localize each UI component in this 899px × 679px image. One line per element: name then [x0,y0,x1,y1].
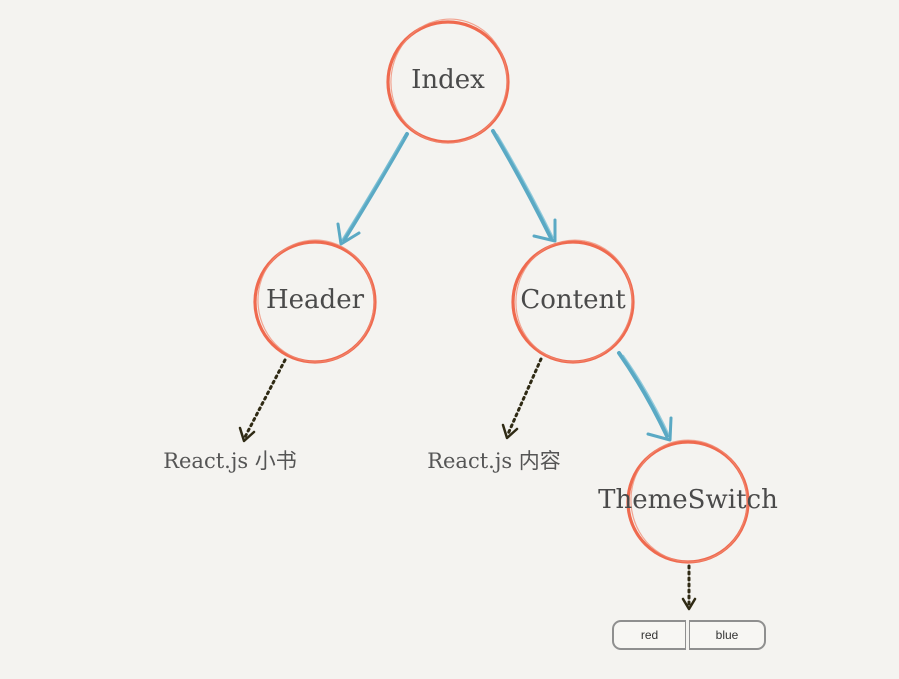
edge-content-text [501,357,543,440]
edge-index-header [336,132,409,246]
node-header: Header [253,239,377,364]
edge-content-themeswitch [617,351,673,442]
node-index: Index [386,18,510,144]
node-index-label: Index [411,65,485,95]
content-output-text: React.js 内容 [427,449,561,473]
node-theme-switch: ThemeSwitch [598,439,778,564]
node-content-label: Content [520,285,626,315]
node-content: Content [511,239,635,364]
edge-index-content [491,129,557,243]
blue-theme-button[interactable]: blue [689,620,766,650]
edge-header-text [238,358,287,443]
header-output-text: React.js 小书 [163,449,297,473]
node-header-label: Header [266,285,365,315]
red-theme-button[interactable]: red [612,620,686,650]
edge-themeswitch-buttons [681,564,697,611]
node-theme-switch-label: ThemeSwitch [598,485,778,515]
